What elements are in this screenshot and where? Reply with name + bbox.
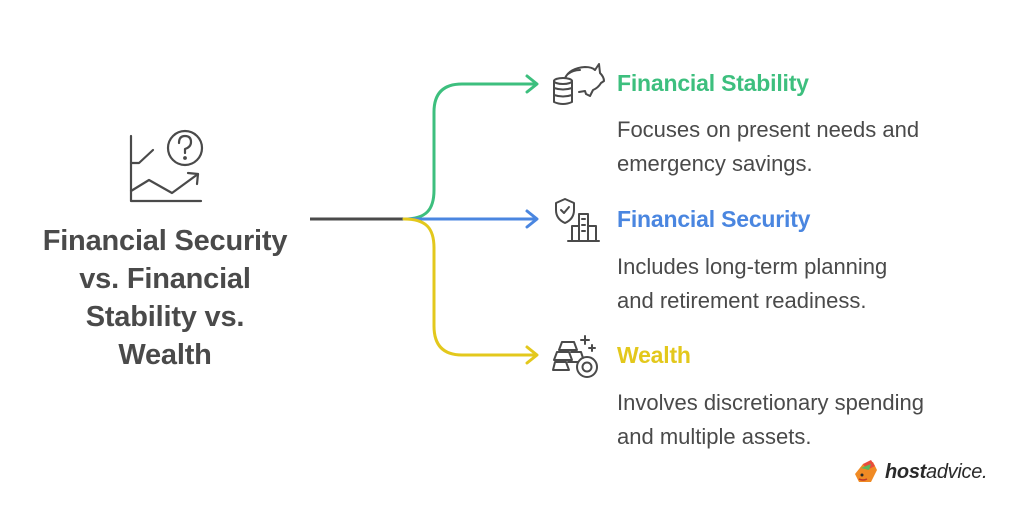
title-line: vs. Financial bbox=[79, 263, 251, 295]
hostadvice-logo: hostadvice. bbox=[851, 458, 988, 486]
description-line: Focuses on present needs and bbox=[617, 117, 920, 142]
title-line: Wealth bbox=[118, 339, 212, 371]
description-line: Includes long-term planning bbox=[617, 254, 888, 279]
description-line: emergency savings. bbox=[617, 151, 813, 176]
brand-bold: host bbox=[885, 460, 927, 483]
branch-title-security: Financial Security bbox=[617, 206, 811, 232]
branch-line-stability bbox=[402, 82, 538, 221]
description-line: and retirement readiness. bbox=[617, 288, 867, 313]
arrow-head-stability bbox=[525, 74, 539, 94]
chart-question-icon bbox=[129, 129, 204, 203]
branch-title-wealth: Wealth bbox=[617, 342, 691, 368]
piggy-bank-coins-icon bbox=[553, 63, 605, 105]
gold-bars-coin-icon bbox=[552, 335, 598, 378]
description-line: Involves discretionary spending bbox=[617, 390, 924, 415]
branch-description-security: Includes long-term planning and retireme… bbox=[617, 250, 997, 318]
branch-description-stability: Focuses on present needs and emergency s… bbox=[617, 113, 997, 181]
arrow-head-wealth bbox=[525, 345, 539, 365]
branch-description-wealth: Involves discretionary spending and mult… bbox=[617, 386, 997, 454]
branch-line-wealth bbox=[402, 217, 538, 357]
brand-regular: advice. bbox=[926, 460, 988, 483]
description-line: and multiple assets. bbox=[617, 424, 812, 449]
arrow-head-security bbox=[525, 209, 539, 229]
shield-building-icon bbox=[555, 198, 600, 242]
branch-title-stability: Financial Stability bbox=[617, 70, 809, 96]
main-title: Financial Security vs. Financial Stabili… bbox=[30, 222, 300, 374]
title-line: Financial Security bbox=[42, 225, 288, 257]
brand-wordmark: hostadvice. bbox=[885, 460, 988, 484]
title-line: Stability vs. bbox=[85, 301, 245, 333]
fox-mascot-icon bbox=[855, 460, 877, 482]
